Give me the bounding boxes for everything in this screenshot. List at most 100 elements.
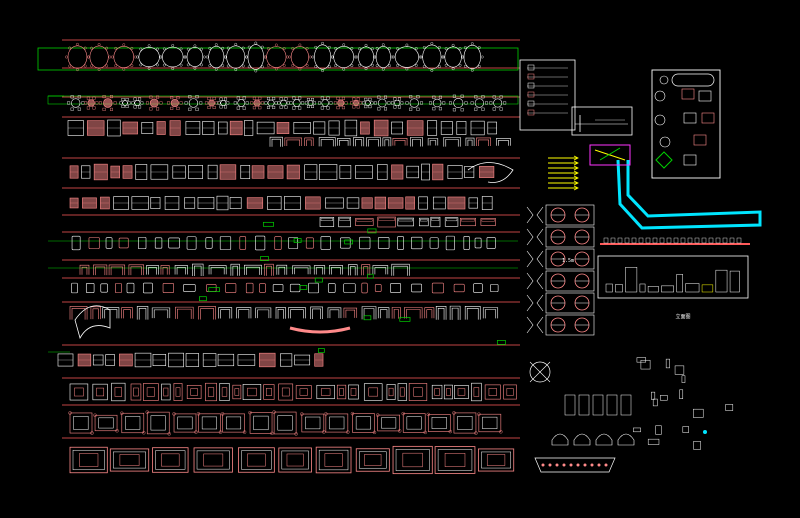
furniture-block[interactable] <box>355 218 374 226</box>
furniture-block[interactable] <box>274 236 282 250</box>
furniture-block[interactable] <box>392 445 433 475</box>
furniture-block[interactable] <box>390 283 402 293</box>
furniture-block[interactable] <box>318 164 338 180</box>
furniture-block[interactable] <box>119 353 133 367</box>
furniture-block[interactable] <box>391 97 404 109</box>
furniture-block[interactable] <box>419 42 444 72</box>
furniture-block[interactable] <box>419 217 429 227</box>
furniture-block[interactable] <box>57 353 74 367</box>
furniture-block[interactable] <box>68 411 94 435</box>
furniture-block[interactable] <box>130 383 142 401</box>
furniture-block[interactable] <box>186 385 202 399</box>
furniture-block[interactable] <box>359 236 371 250</box>
furniture-block[interactable] <box>168 352 184 368</box>
furniture-block[interactable] <box>484 384 501 400</box>
furniture-block[interactable] <box>277 97 290 109</box>
furniture-block[interactable] <box>350 411 377 435</box>
furniture-block[interactable] <box>113 196 129 210</box>
furniture-block[interactable] <box>304 164 318 180</box>
furniture-block[interactable] <box>172 165 186 179</box>
furniture-block[interactable] <box>486 237 496 249</box>
furniture-block[interactable] <box>382 137 392 147</box>
furniture-block[interactable] <box>152 354 167 366</box>
furniture-block[interactable] <box>480 218 496 226</box>
furniture-block[interactable] <box>185 121 201 135</box>
furniture-block[interactable] <box>184 44 206 70</box>
furniture-block[interactable] <box>92 383 108 401</box>
furniture-block[interactable] <box>71 235 81 251</box>
furniture-block[interactable] <box>263 43 289 71</box>
furniture-block[interactable] <box>110 43 137 71</box>
furniture-block[interactable] <box>239 236 247 250</box>
furniture-block[interactable] <box>392 43 422 71</box>
curved-counter[interactable] <box>467 162 514 183</box>
furniture-block[interactable] <box>490 284 499 292</box>
furniture-block[interactable] <box>84 96 99 110</box>
furniture-block[interactable] <box>90 306 101 320</box>
furniture-block[interactable] <box>344 119 358 137</box>
furniture-block[interactable] <box>386 384 396 400</box>
floorplan-fixture[interactable] <box>693 134 707 146</box>
furniture-block[interactable] <box>202 121 215 135</box>
furniture-block[interactable] <box>430 216 441 228</box>
furniture-block[interactable] <box>327 283 336 293</box>
furniture-block[interactable] <box>454 384 469 400</box>
furniture-block[interactable] <box>193 447 233 473</box>
furniture-block[interactable] <box>339 165 352 179</box>
furniture-block[interactable] <box>432 196 446 210</box>
furniture-block[interactable] <box>405 95 424 111</box>
furniture-block[interactable] <box>109 448 150 472</box>
furniture-block[interactable] <box>366 137 381 147</box>
furniture-block[interactable] <box>251 165 265 179</box>
furniture-block[interactable] <box>336 384 347 400</box>
furniture-block[interactable] <box>360 121 370 135</box>
furniture-block[interactable] <box>427 138 439 146</box>
furniture-block[interactable] <box>397 236 404 250</box>
legend-panel-2[interactable] <box>571 106 633 136</box>
furniture-block[interactable] <box>192 263 204 276</box>
furniture-block[interactable] <box>317 96 333 110</box>
furniture-block[interactable] <box>435 306 447 320</box>
floorplan-fixture[interactable] <box>701 112 715 124</box>
furniture-block[interactable] <box>503 384 517 400</box>
furniture-block[interactable] <box>421 163 430 181</box>
furniture-block[interactable] <box>316 384 335 400</box>
furniture-block[interactable] <box>229 120 243 136</box>
furniture-block[interactable] <box>464 306 481 320</box>
furniture-block[interactable] <box>289 96 305 110</box>
furniture-block[interactable] <box>293 122 311 134</box>
furniture-block[interactable] <box>276 264 288 275</box>
furniture-block[interactable] <box>465 137 475 146</box>
furniture-block[interactable] <box>337 137 351 146</box>
furniture-block[interactable] <box>460 217 476 227</box>
furniture-block[interactable] <box>197 197 215 209</box>
furniture-block[interactable] <box>482 307 499 319</box>
furniture-block[interactable] <box>411 236 423 250</box>
furniture-block[interactable] <box>219 164 237 180</box>
furniture-block[interactable] <box>232 384 242 400</box>
furniture-block[interactable] <box>71 282 78 294</box>
furniture-block[interactable] <box>477 412 503 434</box>
furniture-block[interactable] <box>217 353 235 367</box>
furniture-block[interactable] <box>245 282 254 294</box>
furniture-block[interactable] <box>105 237 113 249</box>
furniture-block[interactable] <box>67 120 84 136</box>
furniture-block[interactable] <box>196 412 223 434</box>
furniture-block[interactable] <box>174 265 188 275</box>
furniture-block[interactable] <box>218 307 233 319</box>
furniture-block[interactable] <box>463 236 470 250</box>
furniture-block[interactable] <box>397 383 408 401</box>
furniture-block[interactable] <box>278 383 294 401</box>
furniture-block[interactable] <box>476 137 491 147</box>
furniture-block[interactable] <box>108 264 126 276</box>
furniture-block[interactable] <box>69 383 89 401</box>
furniture-block[interactable] <box>276 122 290 134</box>
furniture-block[interactable] <box>131 97 144 109</box>
furniture-block[interactable] <box>69 446 108 474</box>
furniture-block[interactable] <box>126 282 135 294</box>
furniture-block[interactable] <box>288 43 312 71</box>
furniture-block[interactable] <box>355 43 377 71</box>
furniture-block[interactable] <box>248 410 274 436</box>
furniture-block[interactable] <box>159 44 186 70</box>
furniture-block[interactable] <box>373 119 389 137</box>
